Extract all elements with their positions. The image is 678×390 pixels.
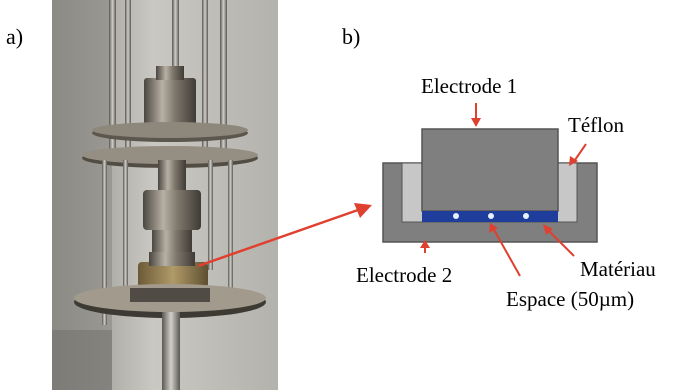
teflon-arrow: [574, 143, 587, 161]
electrode-1-label: Electrode 1: [421, 74, 517, 98]
material-arrow: [545, 227, 575, 257]
electrode-1: [421, 128, 559, 212]
electrode-2-label: Electrode 2: [356, 263, 452, 287]
gap-arrow: [492, 227, 521, 277]
panel-b-label: b): [342, 24, 361, 49]
panel-a-label: a): [6, 24, 24, 49]
connector-arrow: [197, 203, 372, 268]
material-label: Matériau: [580, 257, 656, 281]
teflon-label: Téflon: [568, 113, 624, 137]
measurement-cell-photo: [52, 0, 278, 390]
gap-point: [453, 213, 459, 219]
gap-point: [488, 213, 494, 219]
gap-label: Espace (50µm): [506, 287, 634, 311]
gap-point: [523, 213, 529, 219]
